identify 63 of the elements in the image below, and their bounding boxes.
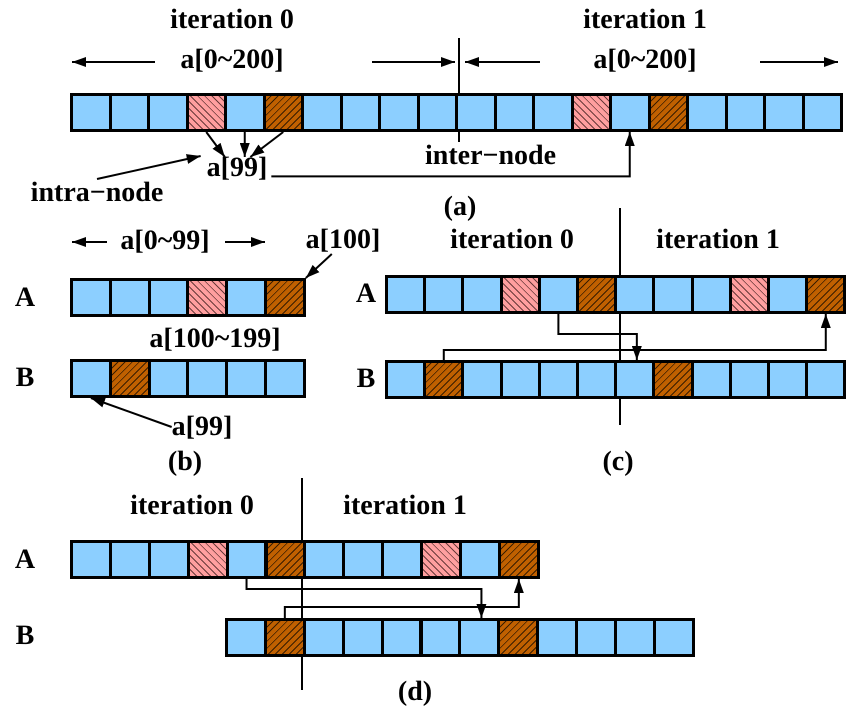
array-cell [609,93,650,132]
array-cell [763,93,804,132]
arrow [246,579,486,618]
label-text: iteration 1 [343,492,467,520]
array-cell [805,360,846,399]
label-text: B [356,365,376,393]
label-text: a[0~99] [120,227,210,255]
hatched-cell [652,360,694,399]
annotation-text: a[99] [206,154,268,182]
array-cell [224,93,266,132]
label-text: (b) [168,448,202,476]
arrow [284,579,524,618]
array-cell [70,278,112,317]
label-text: B [16,364,34,392]
label-text: B [16,622,34,650]
label-text: iteration 0 [130,492,254,520]
annotation-text: a[100] [306,226,380,254]
arrow [305,253,332,279]
array-cell [70,93,112,132]
label-text: A [356,280,376,308]
label-text: iteration 1 [656,226,780,254]
array-cell [575,618,617,657]
annotation-text: intra−node [30,179,164,207]
hatched-cell [264,278,306,317]
array-cell [459,540,501,579]
array-cell [70,540,112,579]
arrow [557,314,642,360]
array-cell [461,275,503,314]
array-cell [70,359,112,398]
array-cell [301,93,342,132]
label-text: a[0~200] [593,46,697,74]
label-text: a[0~200] [180,46,284,74]
array-cell [225,278,267,317]
label-text: iteration 0 [450,226,574,254]
arrow [250,131,284,158]
array-cell [147,93,188,132]
hatched-cell [420,540,462,579]
annotation-text: a[99] [172,413,232,441]
array-cell [614,618,656,657]
array-cell [686,93,728,132]
label-text: iteration 1 [583,6,707,34]
label-text: A [14,284,36,312]
array-cell [652,275,694,314]
array-cell [532,93,574,132]
arrow [205,131,226,158]
array-cell [225,359,267,398]
array-cell [225,618,267,657]
label-text: (c) [602,448,634,476]
arrow [442,314,831,360]
hatched-cell [805,275,846,314]
array-cell [378,93,420,132]
label-text: a[100~199] [149,325,281,353]
label-text: A [14,546,36,574]
arrow [240,132,250,157]
arrow [96,154,201,180]
array-cell [461,360,503,399]
array-cell [264,359,306,398]
array-cell [455,93,496,132]
label-text: (d) [398,678,432,706]
label-text: (a) [444,193,476,221]
label-text: iteration 0 [170,6,294,34]
arrow [90,397,172,428]
arrow [271,132,635,178]
